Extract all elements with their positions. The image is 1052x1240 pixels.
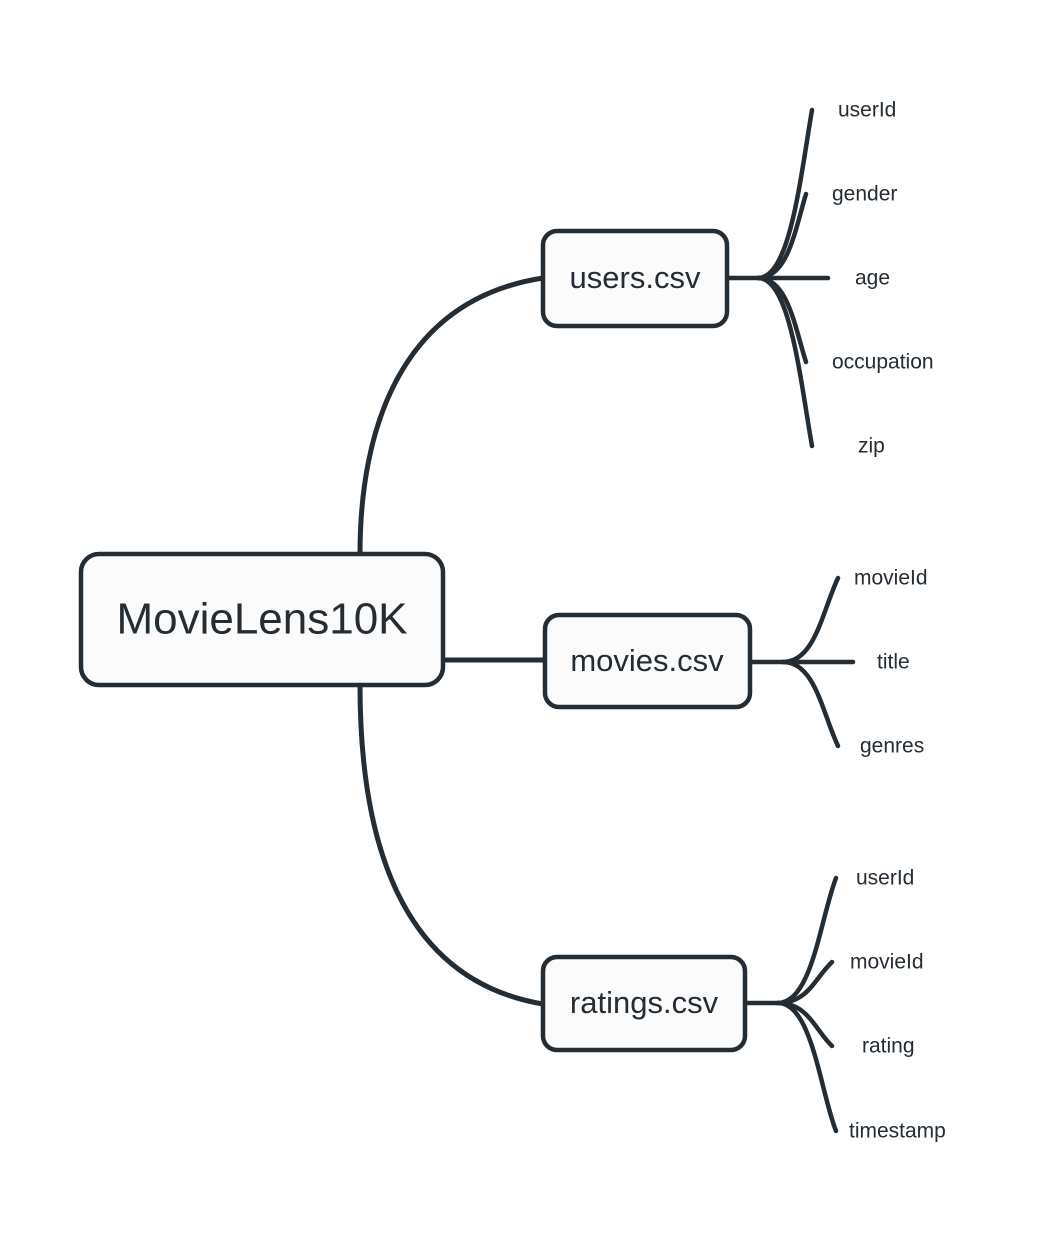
edge-ratings-to-timestamp [775, 1000, 839, 1134]
leaf-label-movies-movieid: movieId [854, 567, 928, 590]
leaf-label-movies-title: title [877, 651, 910, 674]
root-node-label: MovieLens10K [116, 595, 407, 644]
ratings-leaf-edges [742, 875, 839, 1134]
leaf-label-ratings-userid: userId [856, 867, 914, 890]
branch-node-ratings-label: ratings.csv [570, 985, 719, 1020]
leaf-label-users-userid: userId [838, 99, 896, 122]
users-leaf-labels: userId gender age occupation zip [832, 99, 934, 458]
leaf-label-users-zip: zip [858, 435, 885, 458]
edge-movies-to-genres [780, 659, 841, 749]
ratings-leaf-labels: userId movieId rating timestamp [849, 867, 946, 1143]
leaf-label-movies-genres: genres [860, 735, 924, 758]
leaf-label-users-occupation: occupation [832, 351, 934, 374]
edge-users-to-occupation [755, 275, 809, 365]
edge-root-to-ratings [357, 682, 546, 1007]
movies-leaf-labels: movieId title genres [854, 567, 928, 758]
root-to-branch-edges [357, 275, 548, 1007]
branch-node-users-label: users.csv [570, 260, 701, 295]
branch-node-movies-box[interactable] [542, 612, 753, 710]
edge-movies-to-movieid [747, 575, 841, 665]
edge-users-to-userid [724, 107, 815, 281]
branch-node-users[interactable]: users.csv [540, 228, 730, 329]
edge-ratings-to-userid [742, 875, 839, 1006]
branch-node-movies-label: movies.csv [570, 643, 724, 678]
root-node[interactable]: MovieLens10K [78, 551, 446, 688]
leaf-label-users-age: age [855, 267, 890, 290]
leaf-label-ratings-movieid: movieId [850, 951, 924, 974]
leaf-label-users-gender: gender [832, 183, 897, 206]
edge-users-to-zip [755, 275, 815, 449]
leaf-label-ratings-rating: rating [862, 1035, 915, 1058]
edge-users-to-gender [755, 191, 809, 281]
branch-node-ratings-box[interactable] [540, 954, 748, 1053]
root-node-box[interactable] [78, 551, 446, 688]
branch-node-ratings[interactable]: ratings.csv [540, 954, 748, 1053]
movies-leaf-edges [747, 575, 856, 749]
branch-node-movies[interactable]: movies.csv [542, 612, 753, 710]
branch-node-users-box[interactable] [540, 228, 730, 329]
users-leaf-edges [724, 107, 831, 449]
edge-root-to-users [357, 275, 546, 557]
leaf-label-ratings-timestamp: timestamp [849, 1120, 946, 1143]
